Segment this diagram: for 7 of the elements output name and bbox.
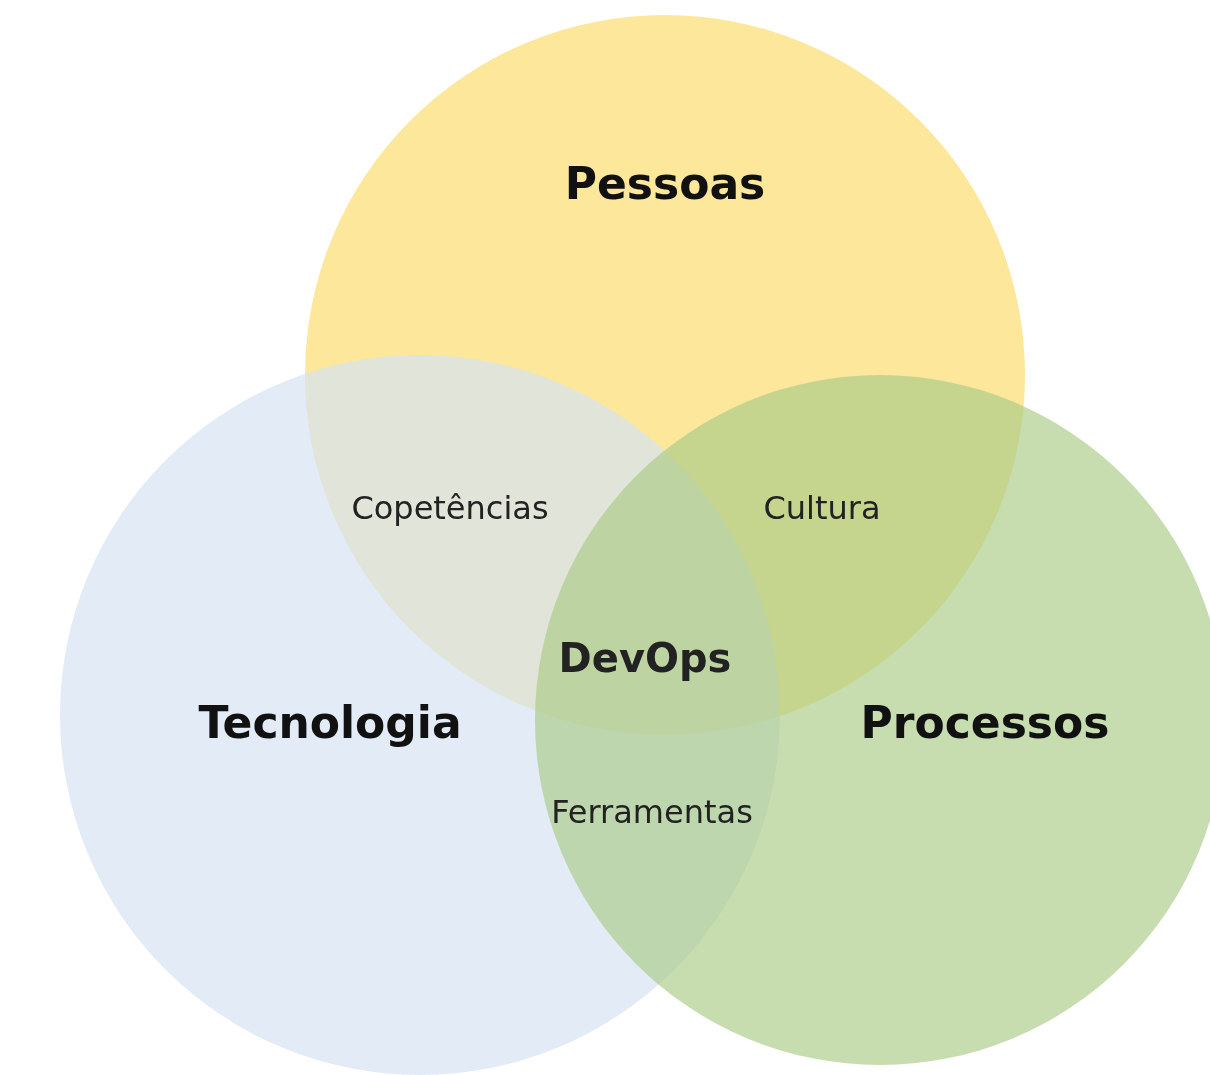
center-label: DevOps: [558, 635, 732, 681]
circle-title: Pessoas: [564, 157, 766, 209]
circle-title: Processos: [860, 696, 1110, 748]
circle-title: Tecnologia: [198, 696, 462, 748]
overlap-label: Cultura: [763, 489, 881, 527]
overlap-label: Ferramentas: [551, 793, 753, 831]
overlap-label: Copetências: [351, 489, 549, 527]
